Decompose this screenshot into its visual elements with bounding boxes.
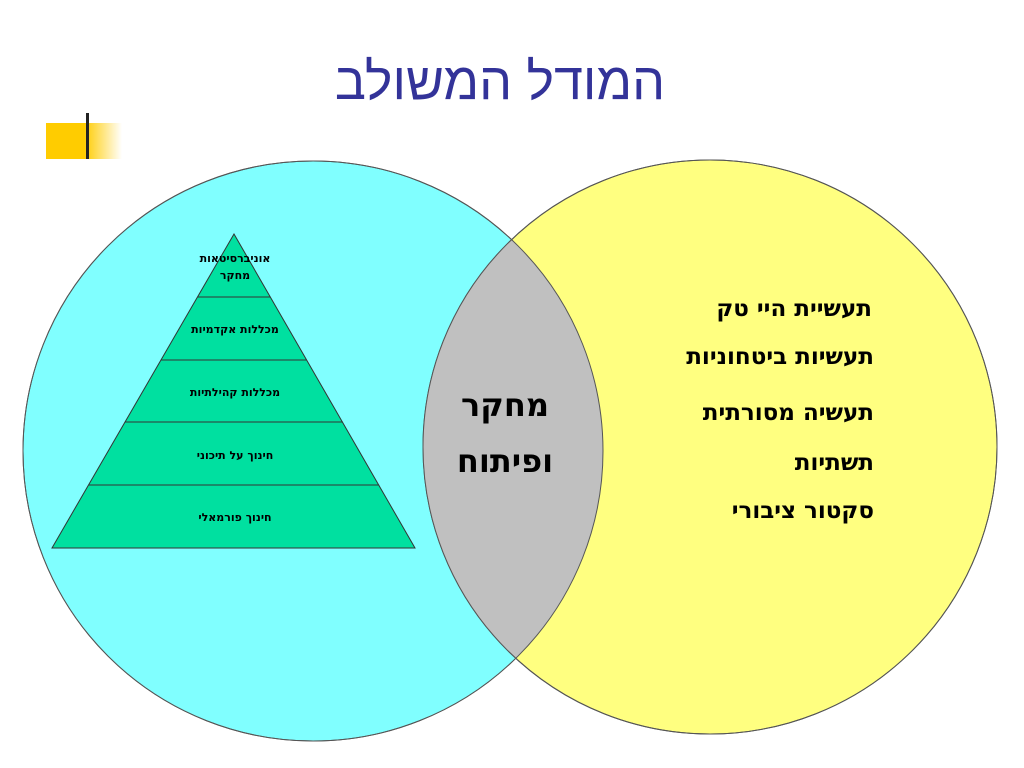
industry-public-sector: סקטור ציבורי bbox=[732, 498, 874, 524]
pyramid-level-1-line-1: אוניברסיטאות bbox=[200, 252, 271, 265]
industry-hi-tech: תעשיית היי טק bbox=[716, 296, 872, 322]
education-pyramid: אוניברסיטאות מחקר מכללות אקדמיות מכללות קהי… bbox=[51, 233, 416, 549]
accent-bar bbox=[86, 113, 89, 159]
overlap-label-line-1: מחקר bbox=[461, 386, 549, 424]
pyramid-level-2-line-1: מכללות אקדמיות bbox=[191, 323, 279, 336]
pyramid-shape bbox=[51, 233, 416, 549]
industry-infrastructure: תשתיות bbox=[795, 450, 874, 476]
pyramid-level-4-line-1: חינוך על תיכוני bbox=[197, 449, 274, 462]
accent-block bbox=[46, 123, 122, 159]
page-title: המודל המשולב bbox=[334, 53, 666, 111]
pyramid-level-3-line-1: מכללות קהילתיות bbox=[190, 386, 280, 399]
industry-defense: תעשיות ביטחוניות bbox=[686, 344, 874, 370]
overlap-label-line-2: ופיתוח bbox=[457, 442, 553, 480]
industry-traditional: תעשיה מסורתית bbox=[703, 400, 874, 426]
right-circle-outline bbox=[422, 159, 998, 735]
pyramid-level-1-line-2: מחקר bbox=[220, 269, 250, 282]
left-circle-outline bbox=[22, 160, 604, 742]
pyramid-level-5-line-1: חינוך פורמאלי bbox=[198, 511, 271, 524]
